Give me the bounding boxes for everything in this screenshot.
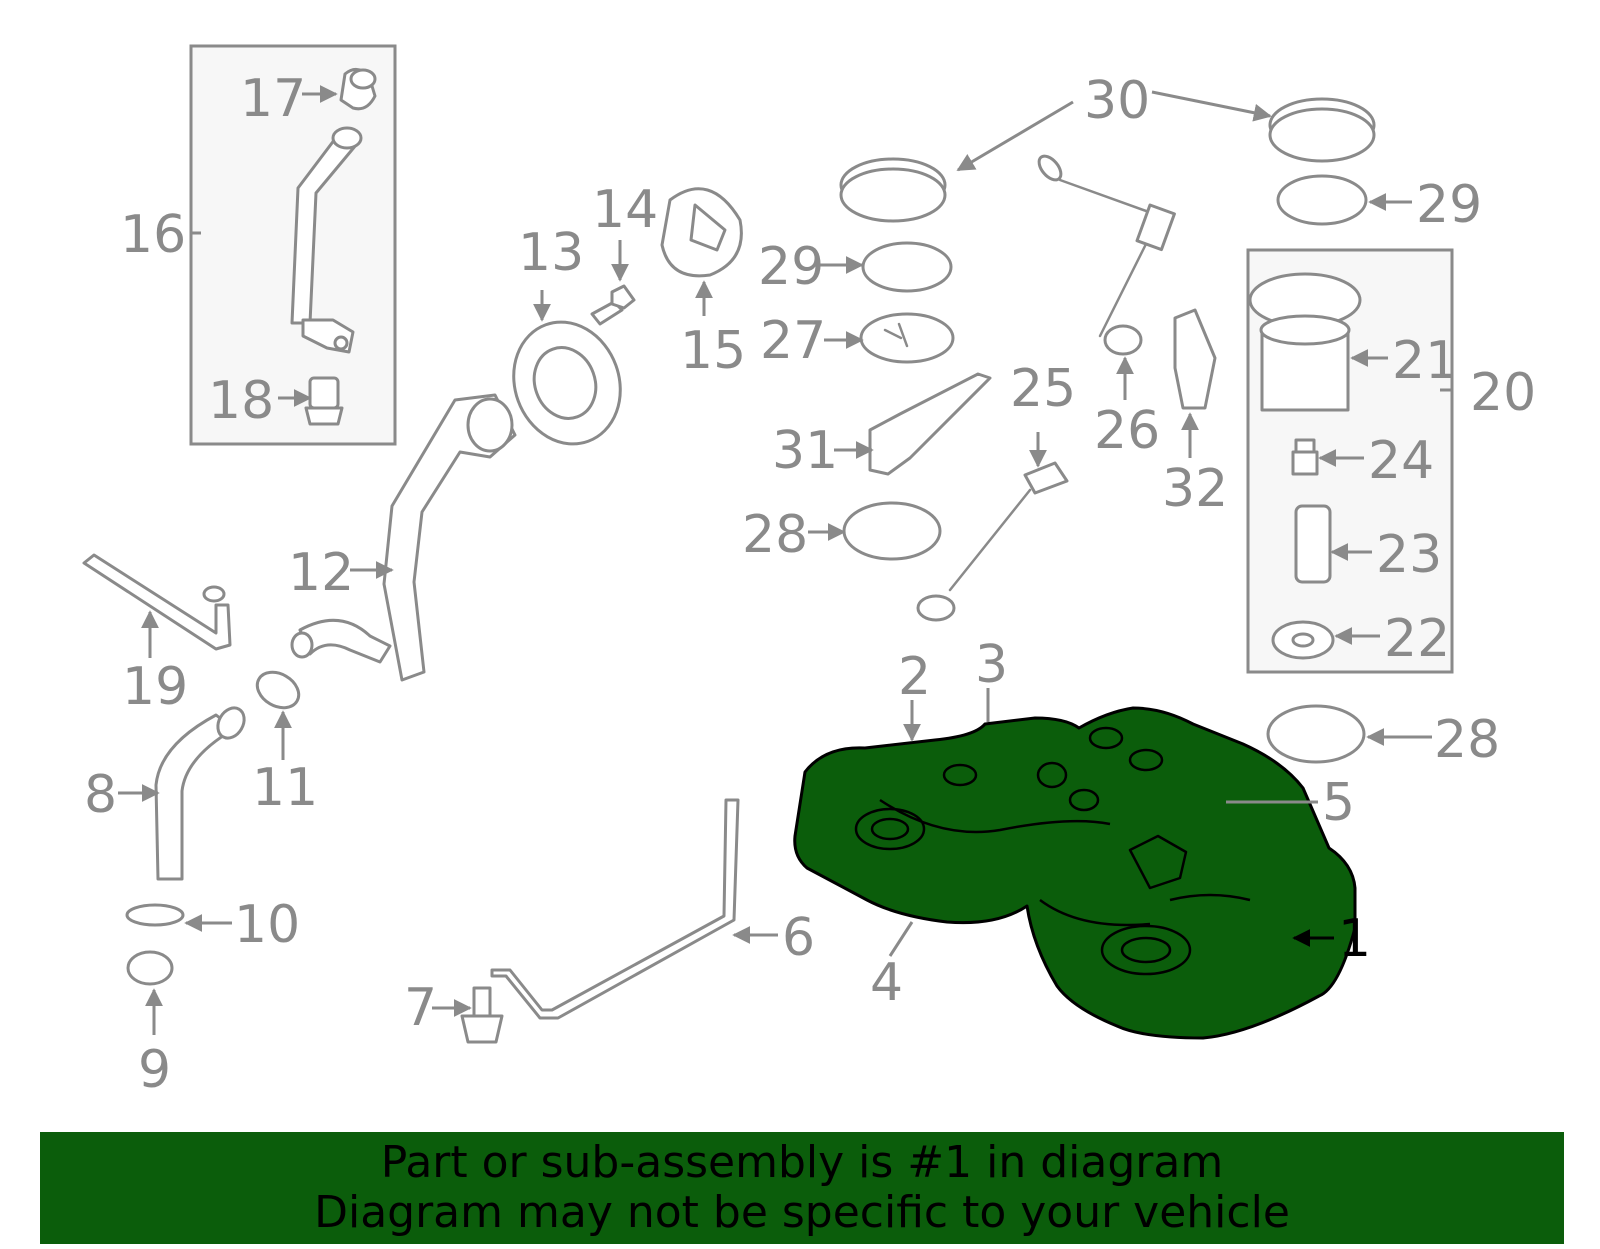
- footer-line-part: Part or sub-assembly is #1 in diagram: [380, 1137, 1224, 1188]
- part-10-clamp[interactable]: [125, 903, 185, 927]
- callout-21[interactable]: 21: [1392, 331, 1458, 391]
- callout-31[interactable]: 31: [772, 421, 838, 481]
- callout-10[interactable]: 10: [234, 895, 300, 955]
- callout-1[interactable]: 1: [1338, 909, 1371, 969]
- callout-24[interactable]: 24: [1368, 431, 1434, 491]
- callout-5[interactable]: 5: [1322, 773, 1355, 833]
- callout-28-left[interactable]: 28: [742, 505, 808, 565]
- callout-19[interactable]: 19: [122, 657, 188, 717]
- callout-32[interactable]: 32: [1162, 459, 1228, 519]
- callout-17[interactable]: 17: [240, 69, 306, 129]
- part-11-clamp[interactable]: [251, 665, 305, 715]
- part-26-sensor[interactable]: [1035, 152, 1176, 356]
- part-6-strap[interactable]: [490, 798, 740, 1020]
- callout-4[interactable]: 4: [870, 953, 903, 1013]
- part-8-hose[interactable]: [154, 703, 249, 881]
- footer-banner: Part or sub-assembly is #1 in diagram Di…: [40, 1132, 1564, 1244]
- callout-22[interactable]: 22: [1384, 609, 1450, 669]
- callout-13[interactable]: 13: [518, 223, 584, 283]
- part-23-pump[interactable]: [1294, 504, 1332, 584]
- part-14-bolt[interactable]: [590, 284, 636, 326]
- callout-16[interactable]: 16: [120, 205, 186, 265]
- callout-2[interactable]: 2: [898, 647, 931, 707]
- part-15-fuel-door[interactable]: [660, 187, 743, 278]
- part-16-hose[interactable]: [290, 126, 363, 354]
- leader-lines: [118, 85, 1452, 1035]
- callout-27[interactable]: 27: [760, 311, 826, 371]
- callout-12[interactable]: 12: [288, 543, 354, 603]
- part-25-sender[interactable]: [916, 461, 1069, 622]
- callout-18[interactable]: 18: [208, 371, 274, 431]
- footer-line-disclaimer: Diagram may not be specific to your vehi…: [314, 1187, 1290, 1238]
- part-31-bracket[interactable]: [868, 372, 992, 476]
- callout-11[interactable]: 11: [252, 758, 318, 818]
- part-27-cover[interactable]: [859, 312, 955, 364]
- callout-25[interactable]: 25: [1010, 359, 1076, 419]
- group-box-16: [189, 44, 397, 446]
- part-18-valve[interactable]: [304, 376, 344, 426]
- callout-labels: 1 2 3 4 5 6 7 8 9 10 11 12 13 14 15 16 1…: [84, 69, 1536, 1100]
- callout-14[interactable]: 14: [592, 180, 658, 240]
- part-13-door-housing[interactable]: [497, 307, 637, 459]
- callout-26[interactable]: 26: [1094, 401, 1160, 461]
- part-22-filter[interactable]: [1271, 620, 1335, 660]
- part-7-bolt[interactable]: [460, 986, 504, 1044]
- callout-7[interactable]: 7: [404, 978, 437, 1038]
- callout-20[interactable]: 20: [1470, 363, 1536, 423]
- part-29-oring-left[interactable]: [861, 241, 953, 293]
- part-29-oring-right[interactable]: [1276, 174, 1368, 226]
- part-17-cap[interactable]: [339, 68, 377, 111]
- callout-28-right[interactable]: 28: [1434, 710, 1500, 770]
- callout-15[interactable]: 15: [680, 321, 746, 381]
- part-30-lock-ring-left[interactable]: [839, 157, 947, 223]
- callout-29-right[interactable]: 29: [1416, 175, 1482, 235]
- part-28-seal-left[interactable]: [842, 501, 942, 561]
- callout-30[interactable]: 30: [1084, 71, 1150, 131]
- part-30-lock-ring-right[interactable]: [1268, 97, 1376, 163]
- part-28-seal-right[interactable]: [1266, 704, 1366, 764]
- part-24-valve[interactable]: [1291, 438, 1319, 476]
- part-21-pump-module[interactable]: [1248, 272, 1362, 412]
- part-9-cap[interactable]: [126, 950, 174, 986]
- callout-29-left[interactable]: 29: [758, 237, 824, 297]
- part-1-fuel-tank[interactable]: [793, 706, 1357, 1040]
- callout-8[interactable]: 8: [84, 765, 117, 825]
- callout-6[interactable]: 6: [782, 908, 815, 968]
- part-19-vent-tube[interactable]: [82, 553, 232, 651]
- callout-23[interactable]: 23: [1376, 525, 1442, 585]
- callout-9[interactable]: 9: [138, 1040, 171, 1100]
- callout-3[interactable]: 3: [975, 635, 1008, 695]
- part-32-hose[interactable]: [1173, 308, 1217, 410]
